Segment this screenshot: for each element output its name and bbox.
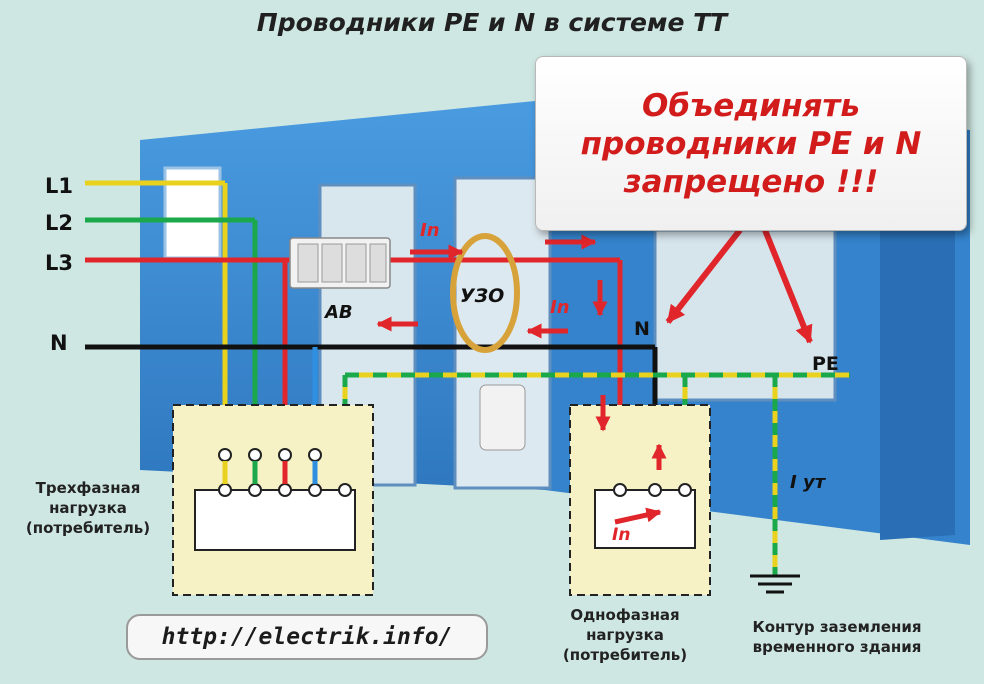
- ground-icon: [750, 574, 800, 594]
- caption-single-phase-line-3: (потребитель): [562, 646, 688, 664]
- caption-single-phase-line-1: Однофазная: [570, 606, 680, 624]
- terminals-single-phase: [613, 483, 692, 497]
- label-in-load: In: [612, 525, 630, 545]
- caption-three-phase-line-2: нагрузка: [49, 499, 127, 517]
- label-i-ground: I ут: [790, 472, 827, 493]
- warning-callout: Объединять проводники PE и N запрещено !…: [535, 56, 967, 231]
- label-pe: PE: [812, 353, 839, 375]
- current-arrows: [376, 228, 813, 525]
- label-l3: L3: [45, 251, 73, 275]
- caption-three-phase-line-3: (потребитель): [25, 519, 151, 537]
- caption-ground-line-2: временного здания: [752, 638, 922, 656]
- label-l1: L1: [45, 174, 73, 198]
- warning-line-3: запрещено !!!: [623, 163, 879, 200]
- label-breaker: АВ: [323, 302, 353, 323]
- warning-line-2: проводники PE и N: [580, 125, 922, 162]
- caption-three-phase-line-1: Трехфазная: [35, 479, 141, 497]
- caption-ground: Контур заземления временного здания: [722, 617, 952, 657]
- rcd-ring: [450, 233, 520, 353]
- breaker-device: [289, 237, 391, 289]
- label-n-right: N: [634, 318, 650, 340]
- warning-line-1: Объединять: [642, 87, 860, 124]
- label-l2: L2: [45, 211, 73, 235]
- caption-three-phase: Трехфазная нагрузка (потребитель): [8, 478, 168, 538]
- label-rcd: УЗО: [460, 285, 504, 307]
- three-phase-load: [172, 404, 374, 596]
- page-title: Проводники PE и N в системе ТТ: [256, 8, 728, 37]
- caption-ground-line-1: Контур заземления: [752, 618, 922, 636]
- single-phase-load: [569, 404, 711, 596]
- label-n: N: [50, 331, 68, 355]
- label-in-mid: In: [550, 297, 570, 318]
- label-in-top: In: [420, 220, 440, 241]
- source-url-badge: http://electrik.info/: [126, 614, 488, 660]
- caption-single-phase: Однофазная нагрузка (потребитель): [535, 605, 715, 665]
- caption-single-phase-line-2: нагрузка: [586, 626, 664, 644]
- water-heater: [479, 384, 526, 451]
